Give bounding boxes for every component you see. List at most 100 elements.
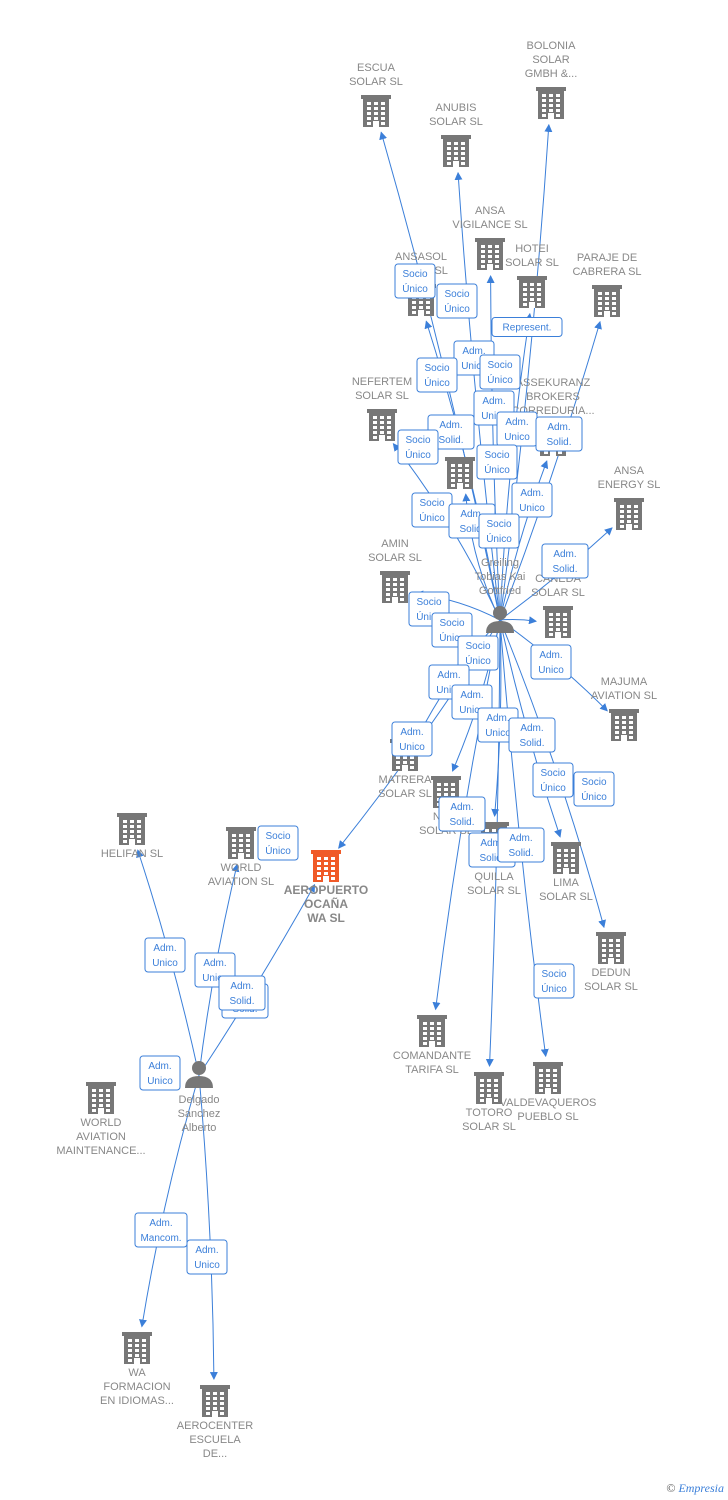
node-label-line: AVIATION	[76, 1131, 126, 1143]
relation-label-text: Unico	[152, 958, 178, 969]
relation-label-text: Solid.	[519, 738, 544, 749]
edge-delgado-waform	[139, 1074, 200, 1328]
node-label-line: MAINTENANCE...	[56, 1145, 145, 1157]
relation-label-text: Unico	[538, 665, 564, 676]
node-aerocenter[interactable]: AEROCENTERESCUELADE...	[177, 1385, 253, 1460]
node-label-line: AVIATION SL	[591, 690, 657, 702]
node-label-line: MATRERA	[379, 774, 433, 786]
relation-label-text: Unico	[194, 1260, 220, 1271]
relation-label-text: Socio	[486, 519, 511, 530]
relation-label-text: Solid.	[508, 848, 533, 859]
node-label-line: SOLAR SL	[378, 788, 432, 800]
relation-label-text: Adm.	[153, 943, 176, 954]
relation-label-text: Solid.	[449, 817, 474, 828]
node-label-line: DEDUN	[591, 967, 630, 979]
node-label-line: ENERGY SL	[598, 479, 661, 491]
relation-label: Adm. Unico	[144, 937, 186, 973]
node-label-line: Greiling	[481, 557, 519, 569]
relation-label-text: Único	[265, 844, 291, 857]
building-icon	[474, 1072, 504, 1104]
relation-label-text: Adm.	[482, 396, 505, 407]
node-label-line: LIMA	[553, 877, 579, 889]
node-energy[interactable]: ANSA ENERGY SL	[598, 465, 661, 530]
relation-label-text: Socio	[416, 597, 441, 608]
node-label-line: Sanchez	[178, 1108, 221, 1120]
relation-label-text: Unico	[519, 503, 545, 514]
relation-label-text: Único	[405, 448, 431, 461]
node-label-line: DE...	[203, 1448, 227, 1460]
node-label-line: SOLAR SL	[467, 885, 521, 897]
building-icon	[517, 276, 547, 308]
relation-label-text: Socio	[424, 363, 449, 374]
building-icon	[226, 827, 256, 859]
node-label-line: TOTORO	[466, 1107, 513, 1119]
person-icon	[185, 1061, 213, 1088]
brand-name: Empresia	[678, 1481, 724, 1495]
relation-label-text: Unico	[485, 728, 511, 739]
node-label-line: ANSA	[475, 205, 506, 217]
relation-label: Adm.Solid.	[535, 416, 583, 452]
edge-delgado-aerocenter	[198, 1074, 218, 1381]
building-icon	[361, 95, 391, 127]
node-label-line: ANSA	[614, 465, 645, 477]
node-label-line: Delgado	[179, 1094, 220, 1106]
edge-greiling-bolonia	[499, 123, 553, 621]
relation-label: Represent.	[491, 317, 563, 337]
relation-label-text: Adm.	[437, 670, 460, 681]
relation-label: Adm.Solid.	[497, 827, 545, 863]
node-center[interactable]	[445, 457, 475, 489]
node-label-line: SOLAR	[532, 54, 569, 66]
relation-label-text: Socio	[541, 969, 566, 980]
relation-label-text: Unico	[459, 705, 485, 716]
node-worldmaint[interactable]: WORLD AVIATION MAINTENANCE...	[56, 1082, 146, 1157]
node-helifan[interactable]: HELIFAN SL	[101, 813, 163, 860]
node-label-line: NEFERTEM	[352, 376, 412, 388]
relation-label-text: Socio	[581, 777, 606, 788]
relation-label-text: Mancom.	[140, 1233, 181, 1244]
building-icon	[122, 1332, 152, 1364]
relation-label-text: Adm.	[539, 650, 562, 661]
relation-label-text: Socio	[405, 435, 430, 446]
relation-label-text: Solid.	[479, 853, 504, 864]
building-icon	[533, 1062, 563, 1094]
building-icon	[609, 709, 639, 741]
node-label-line: WORLD	[81, 1117, 122, 1129]
relation-label-text: Único	[465, 654, 491, 667]
relation-label-text: Adm.	[450, 802, 473, 813]
relation-label: Adm.Solid.	[508, 717, 556, 753]
node-label-line: COMANDANTE	[393, 1050, 471, 1062]
node-label-line: Alberto	[182, 1122, 217, 1134]
node-label-line: QUILLA	[474, 871, 514, 883]
relation-label-text: Único	[424, 376, 450, 389]
relation-label-text: Adm.	[462, 346, 485, 357]
